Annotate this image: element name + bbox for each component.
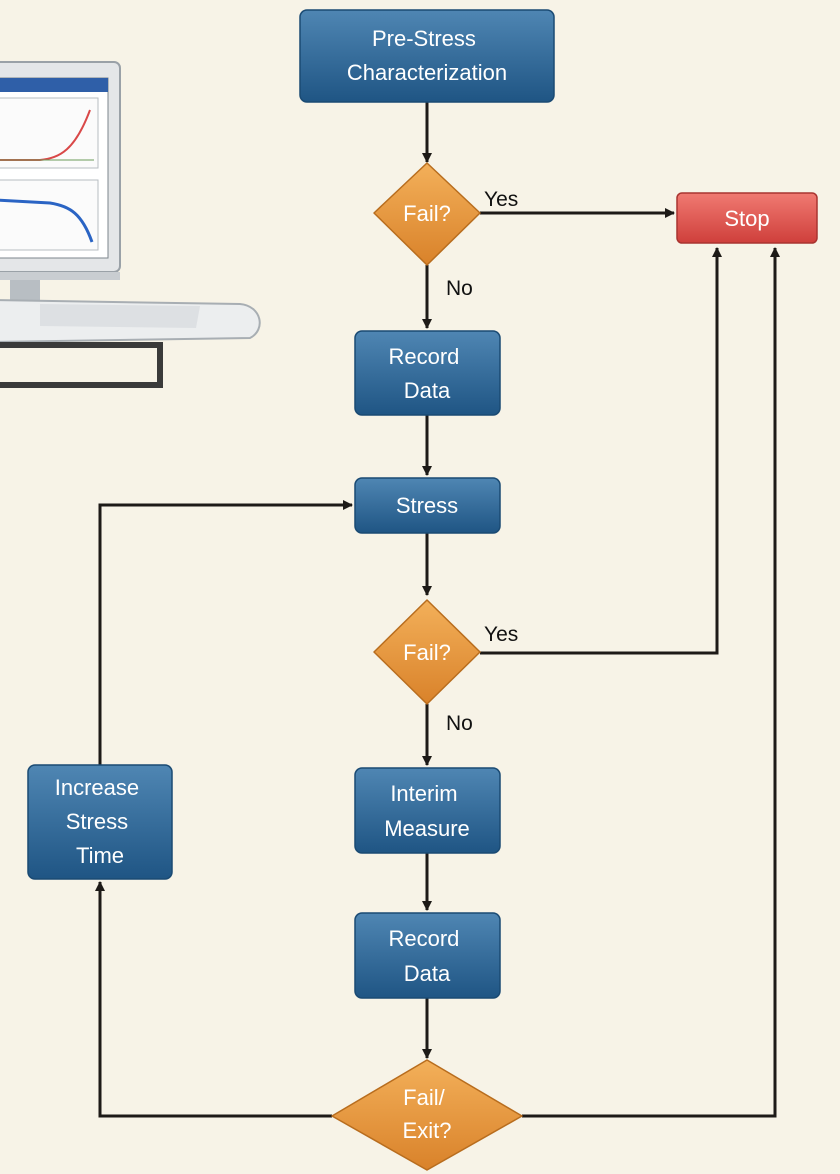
node-label-line: Fail/ [403,1085,445,1110]
node-label-line: Measure [384,816,470,841]
no-label: No [446,712,473,735]
no-label: No [446,277,473,300]
node-label: Record Data [388,926,465,986]
node-stress[interactable]: Stress [354,477,501,534]
node-label-line: Interim [390,781,457,806]
node-label-line: Stress [66,809,128,834]
node-record-data-2[interactable]: Record Data [354,912,501,999]
chart-window-top [0,97,99,169]
node-label-line: Characterization [347,60,507,85]
node-label-line: Exit? [403,1118,452,1143]
yes-label: Yes [484,623,518,646]
node-label-line: Increase [55,775,139,800]
node-label-line: Data [404,961,451,986]
node-label: Pre-Stress Characterization [347,26,507,85]
node-record-data-1[interactable]: Record Data [354,330,501,416]
node-label: Stress [396,493,458,518]
node-pre-stress-characterization[interactable]: Pre-Stress Characterization [299,9,555,103]
yes-label: Yes [484,188,518,211]
edge-fail3-stop [522,247,780,1118]
node-label: Stop [724,206,769,231]
node-label-line: Record [388,926,459,951]
decision-fail-exit[interactable]: Fail/ Exit? [331,1059,523,1171]
edge-increase-stress [98,500,353,765]
node-label: Fail? [403,201,451,226]
node-label-line: Data [404,378,451,403]
node-label: Record Data [388,344,465,403]
chart-window-bottom [0,179,99,251]
edge-fail2-stop [480,247,722,655]
node-interim-measure[interactable]: Interim Measure [354,767,501,854]
node-label-line: Record [388,344,459,369]
decision-fail-1[interactable]: Fail? [373,162,481,266]
node-stop[interactable]: Stop [676,192,818,244]
node-increase-stress-time[interactable]: Increase Stress Time [27,764,173,880]
node-label-line: Time [76,843,124,868]
computer-workstation-icon [0,61,261,388]
node-label: Fail? [403,640,451,665]
node-label: Fail/ Exit? [403,1085,452,1143]
node-label-line: Pre-Stress [372,26,476,51]
node-label: Increase Stress Time [55,775,146,868]
edge-fail3-increase [95,881,332,1118]
connectors [95,102,780,1118]
decision-fail-2[interactable]: Fail? [373,599,481,705]
node-label: Interim Measure [384,781,470,841]
